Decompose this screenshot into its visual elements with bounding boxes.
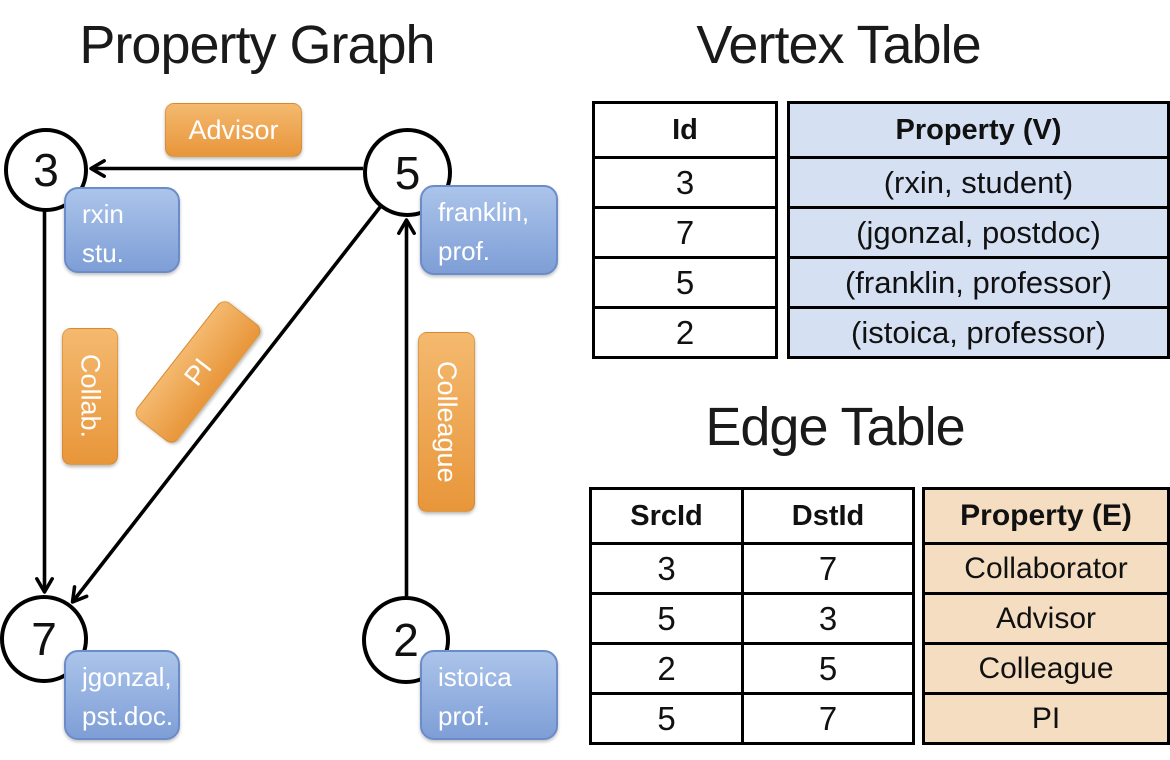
vertex-table-title: Vertex Table — [696, 15, 981, 75]
edge-table: SrcId 3 5 2 5 DstId 7 3 5 7 Property (E)… — [589, 487, 1170, 745]
vertex-table-property-cell: (istoica, professor) — [790, 306, 1167, 356]
edge-table-property-header: Property (E) — [925, 490, 1167, 542]
node-id-label: 5 — [394, 146, 421, 199]
edge-label-collab: Collab. — [62, 328, 118, 465]
vertex-table-id-cell: 7 — [595, 206, 775, 256]
vertex-property-line: prof. — [438, 236, 491, 266]
vertex-property-box-istoica: istoica prof. — [420, 650, 558, 740]
edge-table-property-cell: PI — [925, 692, 1167, 742]
edge-label-advisor: Advisor — [165, 103, 302, 157]
node-id-label: 7 — [31, 613, 57, 665]
edge-table-dstid-header: DstId — [791, 499, 865, 532]
edge-label-pi: PI — [131, 297, 265, 447]
vertex-property-line: prof. — [438, 701, 491, 731]
edge-table-property-cell: Collaborator — [925, 542, 1167, 592]
edge-table-property-column: Property (E) Collaborator Advisor Collea… — [922, 487, 1170, 745]
vertex-property-line: istoica — [438, 662, 512, 692]
vertex-table-id-column: Id 3 7 5 2 — [592, 101, 778, 359]
edge-table-dstid-cell: 3 — [744, 592, 912, 642]
edge-table-dstid-cell: 7 — [744, 542, 912, 592]
vertex-table-property-cell: (rxin, student) — [790, 156, 1167, 206]
node-id-label: 2 — [393, 614, 419, 666]
graph-node-3: 3 — [4, 128, 88, 212]
edge-table-srcid-header: SrcId — [630, 499, 703, 532]
edge-table-dstid-cell: 5 — [744, 642, 912, 692]
vertex-property-box-jgonzal: jgonzal, pst.doc. — [64, 650, 180, 740]
vertex-property-line: pst.doc. — [82, 701, 174, 731]
vertex-table-id-cell: 3 — [595, 156, 775, 206]
edge-table-srcid-cell: 5 — [592, 592, 741, 642]
edge-table-srcid-cell: 5 — [592, 692, 741, 742]
vertex-property-line: jgonzal, — [82, 662, 172, 692]
vertex-table-property-column: Property (V) (rxin, student) (jgonzal, p… — [787, 101, 1170, 359]
vertex-table-id-cell: 5 — [595, 256, 775, 306]
edge-table-srcid-cell: 2 — [592, 642, 741, 692]
vertex-property-line: franklin, — [438, 197, 530, 227]
vertex-property-box-franklin: franklin, prof. — [420, 185, 558, 275]
graph-node-5: 5 — [363, 128, 452, 217]
edge-label-colleague: Colleague — [418, 332, 475, 512]
property-graph-title: Property Graph — [79, 15, 435, 75]
vertex-table-property-cell: (jgonzal, postdoc) — [790, 206, 1167, 256]
vertex-property-box-rxin: rxin stu. — [64, 187, 180, 273]
edge-table-srcid-column: SrcId 3 5 2 5 — [592, 490, 741, 742]
edge-table-dstid-column: DstId 7 3 5 7 — [741, 490, 912, 742]
edge-table-property-cell: Colleague — [925, 642, 1167, 692]
edge-table-dstid-cell: 7 — [744, 692, 912, 742]
edge-table-srcid-cell: 3 — [592, 542, 741, 592]
edge-table-property-cell: Advisor — [925, 592, 1167, 642]
vertex-property-line: rxin — [82, 199, 124, 229]
vertex-table-id-header: Id — [672, 113, 698, 146]
edge-table-title: Edge Table — [705, 397, 965, 457]
edge-table-id-columns: SrcId 3 5 2 5 DstId 7 3 5 7 — [589, 487, 915, 745]
vertex-table-property-cell: (franklin, professor) — [790, 256, 1167, 306]
vertex-property-line: stu. — [82, 238, 124, 268]
node-id-label: 3 — [33, 144, 59, 196]
vertex-table: Id 3 7 5 2 Property (V) (rxin, student) … — [592, 101, 1170, 359]
vertex-table-property-header: Property (V) — [790, 104, 1167, 156]
vertex-table-id-cell: 2 — [595, 306, 775, 356]
